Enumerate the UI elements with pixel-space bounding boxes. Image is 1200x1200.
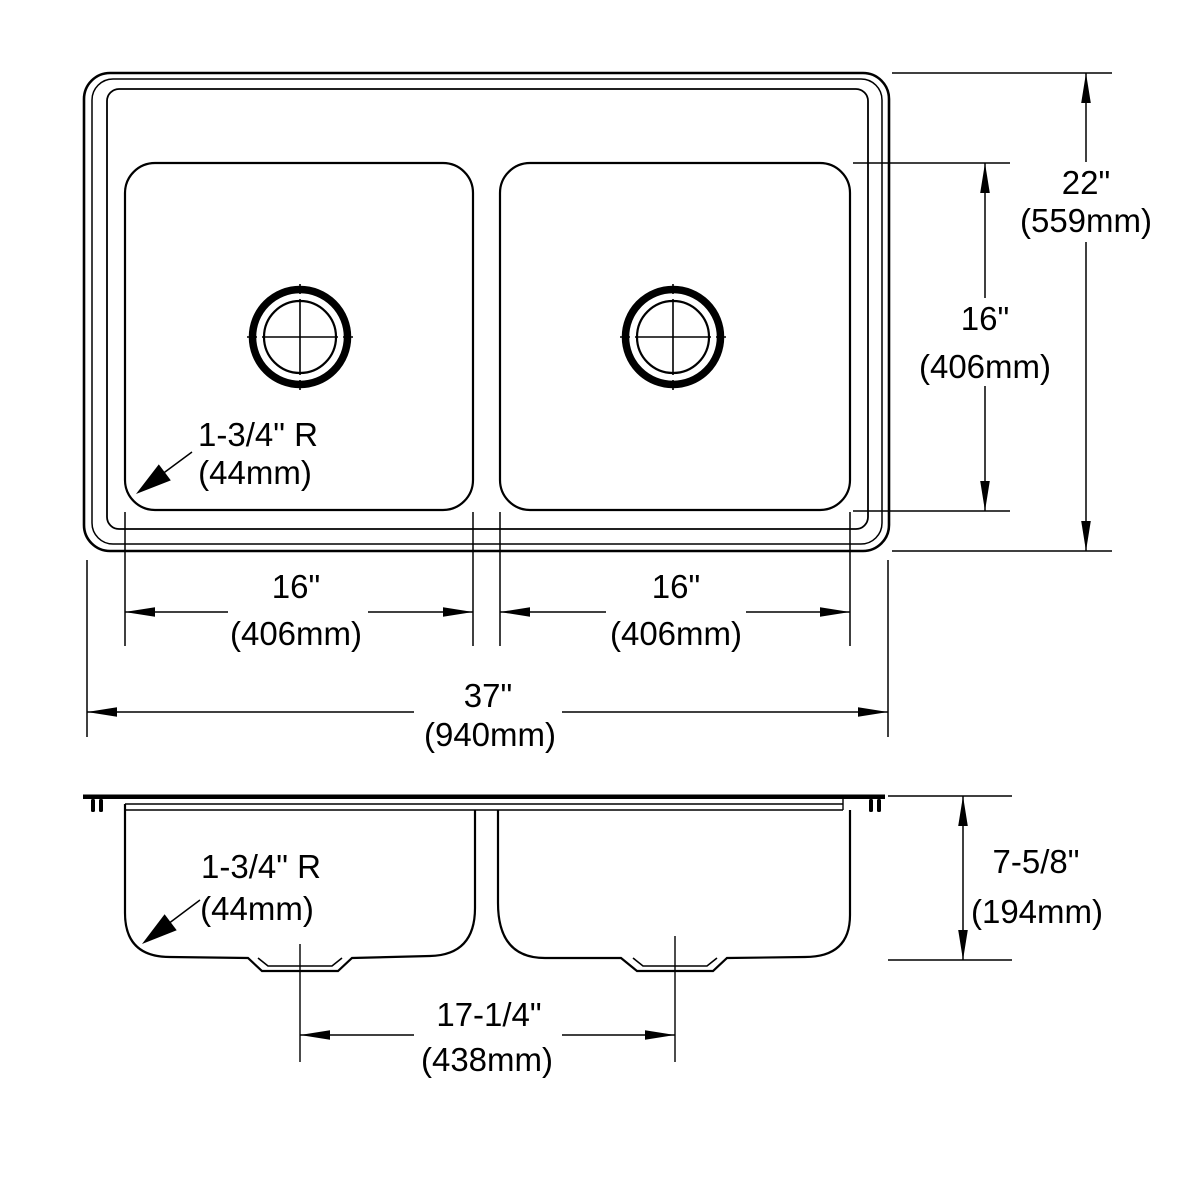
- dim-arrow: [125, 607, 155, 617]
- left-bowl-outline: [123, 161, 475, 512]
- dim-arrow: [1081, 521, 1091, 551]
- rim-outer-outline: [82, 71, 891, 553]
- rim-mid-outline: [91, 78, 883, 545]
- radius-callout-inches: 1-3/4" R: [198, 416, 318, 453]
- radius-callout-metric: (44mm): [198, 454, 312, 491]
- top-view: 1-3/4" R (44mm) 16" (406mm): [82, 71, 1156, 754]
- dim-inches: 16": [652, 568, 700, 605]
- side-view: 1-3/4" R (44mm) 7-5/8" (194mm) 17-1/4" (…: [83, 794, 1103, 1080]
- dim-arrow: [645, 1030, 675, 1040]
- right-mounting-clip: [869, 799, 881, 812]
- side-view-radius-callout: 1-3/4" R (44mm): [142, 848, 321, 944]
- dim-text-mask: [1022, 162, 1156, 242]
- dim-text-mask: [414, 994, 562, 1080]
- rim-inner-outline: [106, 88, 869, 530]
- dim-inches: 16": [961, 300, 1009, 337]
- dim-inches: 7-5/8": [993, 843, 1080, 880]
- right-bowl-outline: [498, 161, 852, 512]
- left-mounting-clip: [91, 799, 103, 812]
- dim-text-mask: [606, 570, 746, 654]
- dim-inches: 37": [464, 677, 512, 714]
- radius-callout-inches: 1-3/4" R: [201, 848, 321, 885]
- dim-overall-front-to-back: 22" (559mm): [1020, 73, 1156, 551]
- dim-metric: (406mm): [610, 615, 742, 652]
- dim-arrow: [980, 163, 990, 193]
- dim-inches: 16": [272, 568, 320, 605]
- dim-inches: 17-1/4": [436, 996, 541, 1033]
- clip-prong: [99, 799, 103, 812]
- dim-arrow: [300, 1030, 330, 1040]
- dim-right-bowl-width: 16" (406mm): [500, 568, 850, 654]
- dim-overall-width: 37" (940mm): [87, 676, 888, 754]
- dim-arrow: [1081, 73, 1091, 103]
- radius-callout-metric: (44mm): [200, 890, 314, 927]
- dim-arrow: [858, 707, 888, 717]
- leader-arrowhead: [136, 464, 171, 494]
- dim-text-mask: [228, 570, 368, 654]
- rim-top-bar: [83, 794, 885, 799]
- left-drain: [247, 284, 353, 390]
- dim-metric: (406mm): [230, 615, 362, 652]
- dim-metric: (559mm): [1020, 202, 1152, 239]
- clip-prong: [91, 799, 95, 812]
- dim-bowl-depth: 7-5/8" (194mm): [888, 795, 1103, 961]
- dim-arrow: [500, 607, 530, 617]
- leader-arrowhead: [142, 914, 177, 944]
- dim-arrow: [820, 607, 850, 617]
- dim-left-bowl-width: 16" (406mm): [125, 568, 473, 654]
- dim-metric: (940mm): [424, 716, 556, 753]
- left-bowl-profile: [123, 804, 477, 973]
- dim-text-mask: [414, 676, 562, 754]
- dim-inches: 22": [1062, 164, 1110, 201]
- dim-metric: (406mm): [919, 348, 1051, 385]
- dim-arrow: [958, 796, 968, 826]
- dim-metric: (438mm): [421, 1041, 553, 1078]
- dim-arrow: [87, 707, 117, 717]
- right-bowl-profile: [496, 810, 852, 973]
- dim-arrow: [958, 930, 968, 960]
- dim-text-mask: [920, 298, 1052, 386]
- dim-arrow: [443, 607, 473, 617]
- right-drain: [620, 284, 726, 390]
- dim-bowl-front-to-back: 16" (406mm): [919, 163, 1052, 511]
- dim-metric: (194mm): [971, 893, 1103, 930]
- dim-arrow: [980, 481, 990, 511]
- top-view-radius-callout: 1-3/4" R (44mm): [136, 416, 318, 494]
- clip-prong: [869, 799, 873, 812]
- clip-prong: [877, 799, 881, 812]
- dim-drain-spacing: 17-1/4" (438mm): [300, 994, 675, 1080]
